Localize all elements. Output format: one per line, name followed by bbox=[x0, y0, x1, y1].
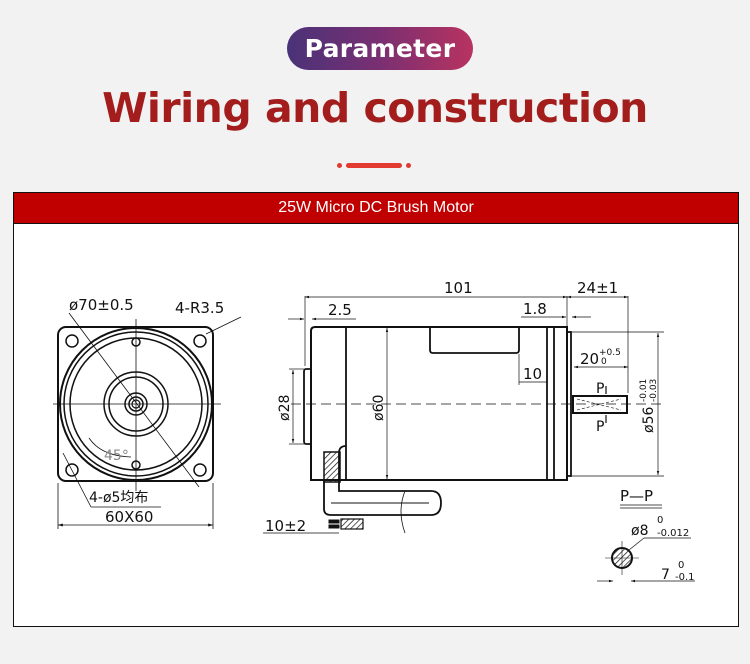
dim-rear-step: 2.5 bbox=[328, 301, 352, 319]
dim-key-length: 20 bbox=[580, 350, 599, 368]
panel-title: 25W Micro DC Brush Motor bbox=[278, 199, 474, 216]
dim-key-tol-upper: +0.5 bbox=[599, 348, 621, 358]
dim-pilot-tol-upper: -0.01 bbox=[639, 379, 649, 402]
dim-total-length: 101 bbox=[444, 279, 473, 297]
dim-front-step: 1.8 bbox=[523, 300, 547, 318]
dim-flat-tol-lower: -0.1 bbox=[675, 572, 695, 583]
parameter-badge-label: Parameter bbox=[304, 34, 456, 63]
section-mark-top: P bbox=[596, 381, 604, 397]
divider-bar bbox=[346, 163, 402, 168]
front-view bbox=[53, 312, 242, 529]
divider-dot bbox=[406, 163, 411, 168]
section-mark-bottom: P bbox=[596, 419, 604, 435]
dim-key-offset: 10 bbox=[523, 365, 542, 383]
section-view bbox=[597, 504, 695, 583]
drawing-panel: 25W Micro DC Brush Motor bbox=[13, 192, 739, 627]
dim-body-diameter: ø60 bbox=[371, 395, 387, 421]
dim-key-tol-lower: 0 bbox=[601, 357, 607, 367]
dim-lead-length: 10±2 bbox=[265, 517, 306, 535]
dim-shaft-tol-lower: -0.012 bbox=[657, 528, 689, 539]
title-divider bbox=[337, 163, 412, 169]
panel-header: 25W Micro DC Brush Motor bbox=[14, 193, 738, 224]
dim-pilot-diameter: ø56 bbox=[641, 407, 657, 433]
page-title: Wiring and construction bbox=[102, 84, 648, 132]
dim-shaft-length: 24±1 bbox=[577, 279, 618, 297]
technical-drawing: ø70±0.5 4-R3.5 45° 4-ø5均布 60X60 bbox=[53, 279, 695, 583]
divider-dot bbox=[337, 163, 342, 168]
dim-rear-boss: ø28 bbox=[277, 395, 293, 421]
dim-shaft-diameter: ø8 bbox=[631, 523, 648, 539]
dim-flange-diameter: ø70±0.5 bbox=[69, 296, 134, 314]
dim-flat: 7 bbox=[661, 567, 670, 583]
dim-size: 60X60 bbox=[105, 508, 153, 526]
dim-pilot-tol-lower: -0.03 bbox=[649, 379, 659, 402]
dim-flat-tol-upper: 0 bbox=[678, 560, 684, 571]
dim-angle: 45° bbox=[104, 448, 129, 464]
section-label: P—P bbox=[620, 487, 653, 505]
parameter-badge: Parameter bbox=[287, 27, 473, 70]
dim-holes: 4-ø5均布 bbox=[89, 490, 148, 506]
dim-corner-radius: 4-R3.5 bbox=[175, 299, 224, 317]
side-view bbox=[263, 295, 664, 534]
dim-shaft-tol-upper: 0 bbox=[657, 515, 663, 526]
